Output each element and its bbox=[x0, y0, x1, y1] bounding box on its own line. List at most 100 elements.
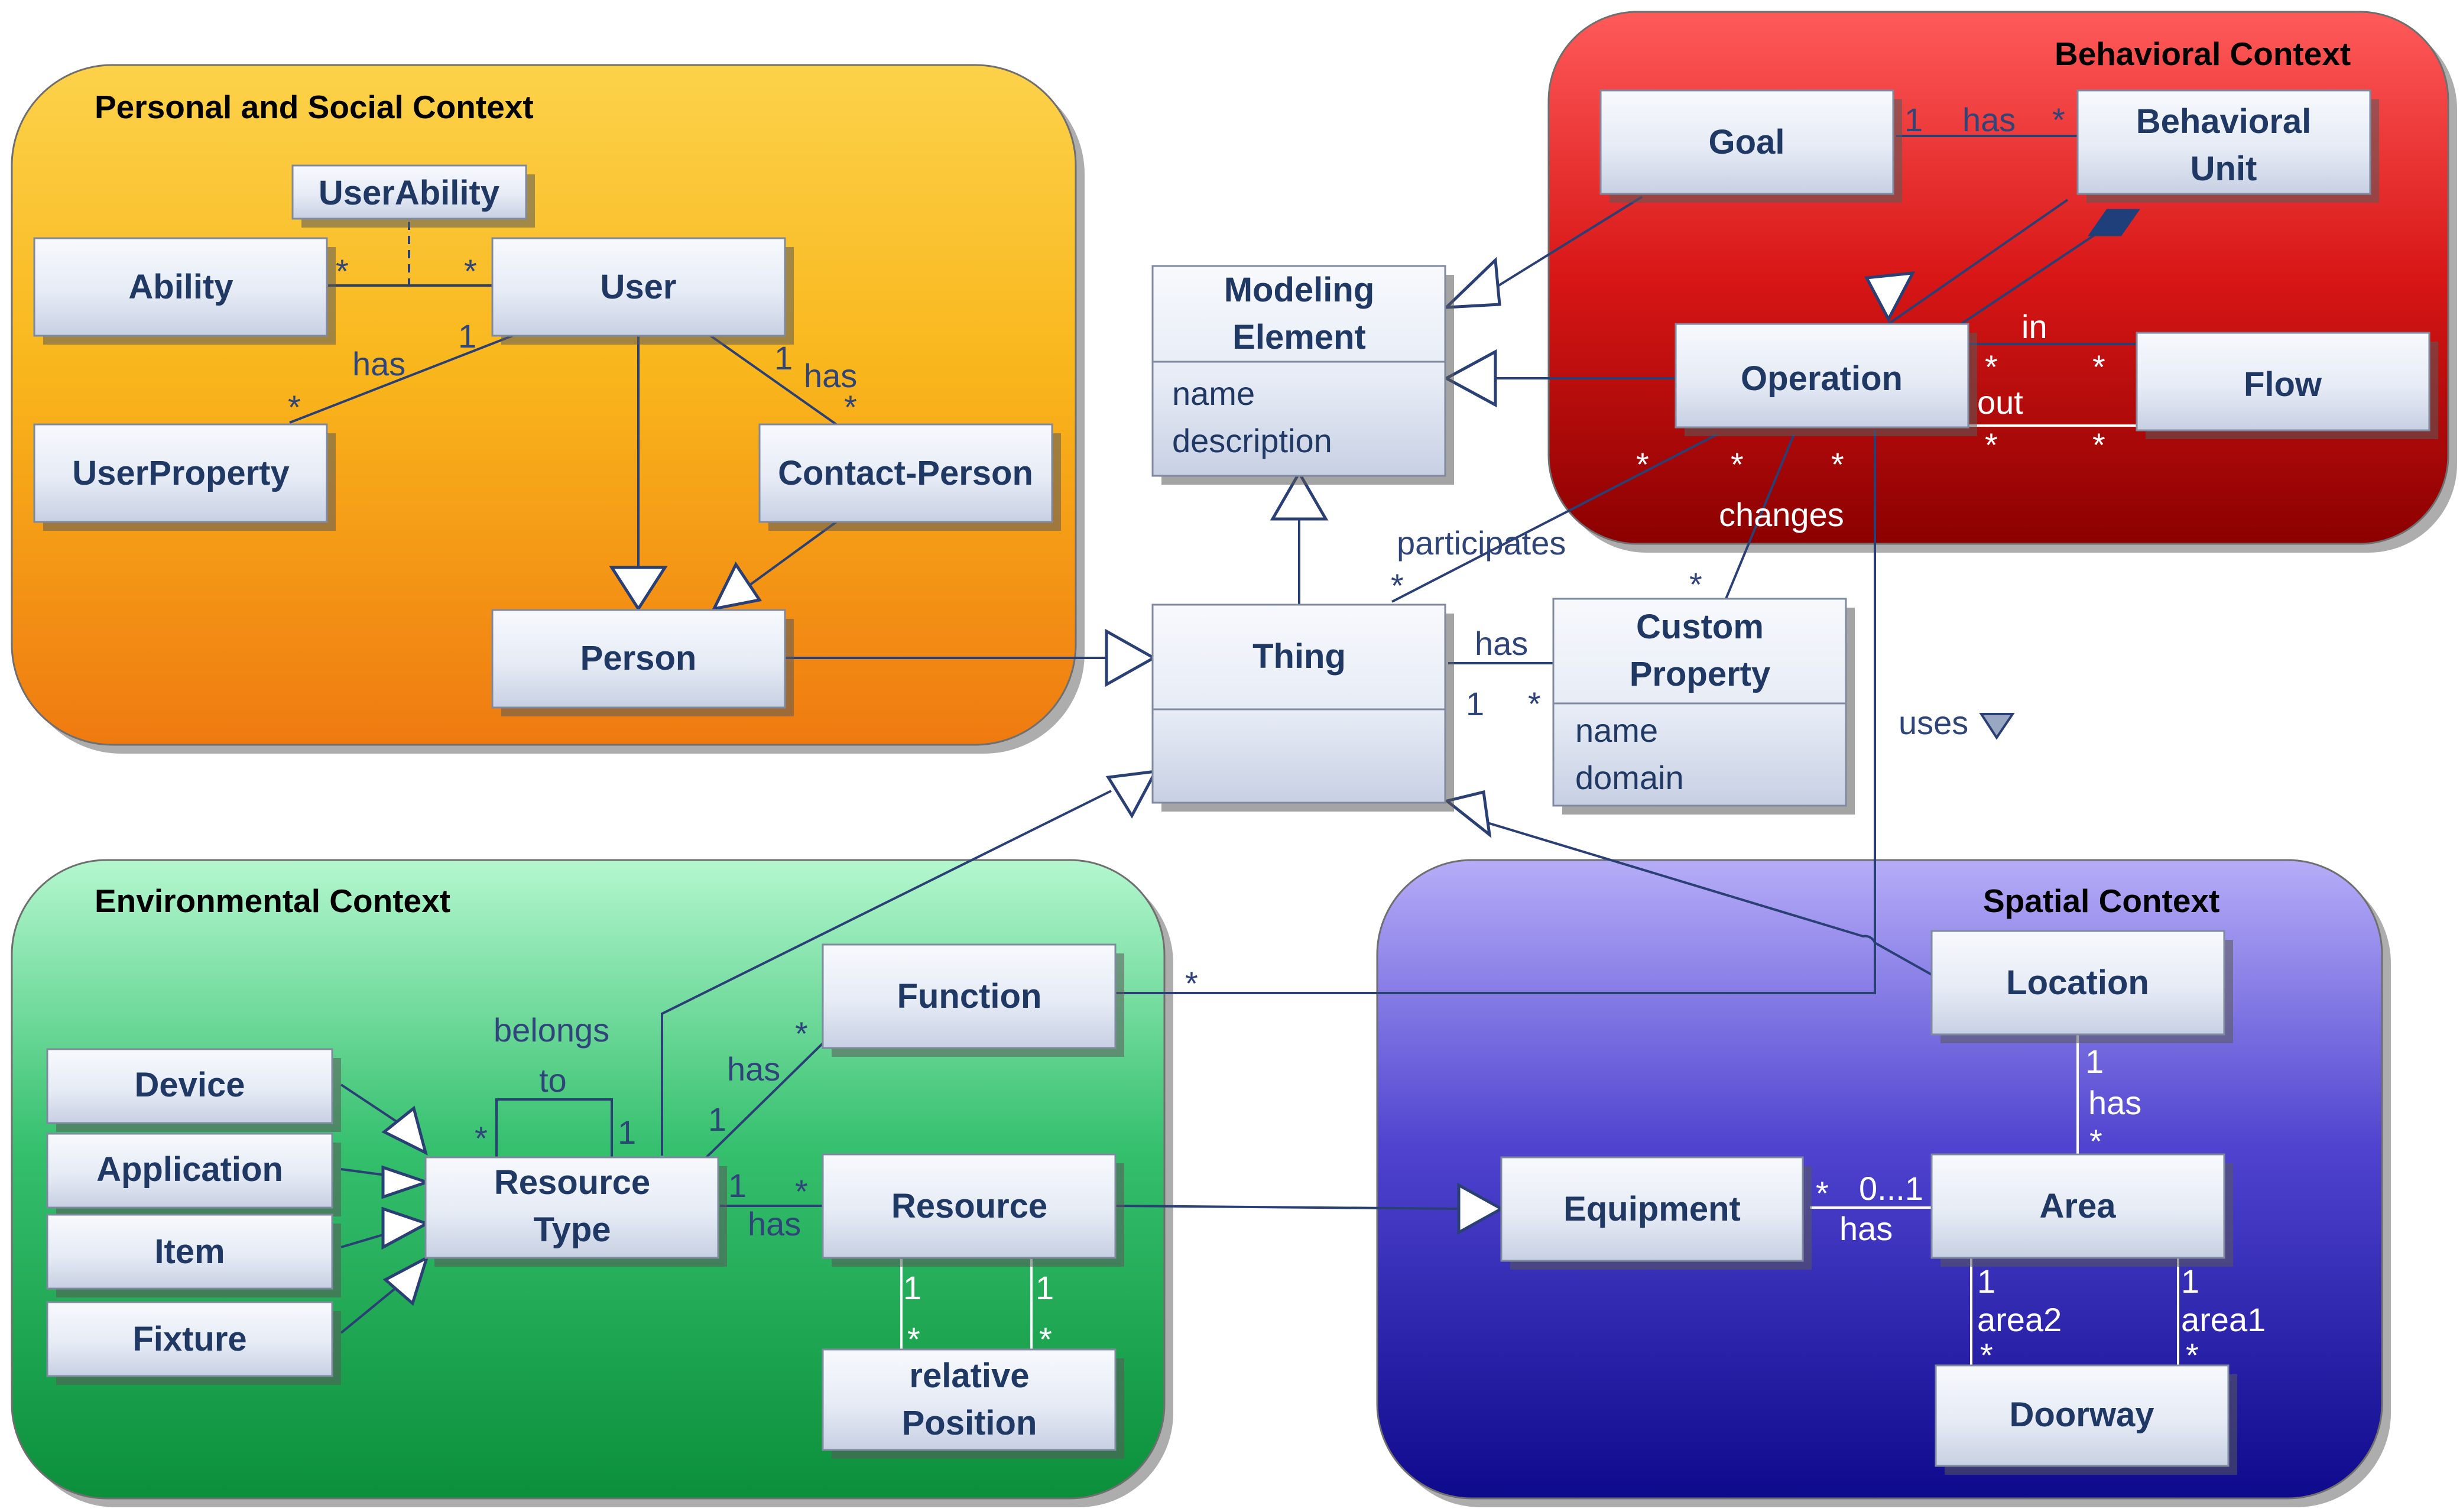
spatial-context-title: Spatial Context bbox=[1983, 882, 2219, 919]
generalization-arrow-resourcetype-from-fixture bbox=[382, 1254, 430, 1306]
edge-resource-equipment bbox=[1115, 1205, 1459, 1210]
label-area1: area1 bbox=[2181, 1301, 2266, 1338]
mult-user-userproperty-one: 1 bbox=[458, 317, 476, 355]
class-area[interactable]: Area bbox=[1930, 1153, 2233, 1267]
mult-area1-one: 1 bbox=[2181, 1263, 2199, 1300]
edge-labels: * * 1 has * 1 has * has 1 * * participat… bbox=[288, 101, 2266, 1374]
class-flow-name: Flow bbox=[2244, 365, 2322, 404]
class-equipment-name: Equipment bbox=[1563, 1190, 1741, 1228]
class-userability[interactable]: UserAbility bbox=[291, 164, 535, 228]
class-modeling-element-name-2: Element bbox=[1232, 318, 1366, 356]
class-equipment[interactable]: Equipment bbox=[1500, 1156, 1812, 1270]
class-flow[interactable]: Flow bbox=[2136, 332, 2438, 439]
mult-operation-out-star: * bbox=[1985, 426, 1998, 463]
label-thing-customproperty-has: has bbox=[1475, 625, 1528, 662]
mult-resource-star: * bbox=[795, 1173, 808, 1210]
mult-flow-out-star: * bbox=[2092, 426, 2105, 463]
class-goal[interactable]: Goal bbox=[1599, 89, 1902, 203]
generalization-arrow-person-from-contact bbox=[711, 562, 762, 611]
class-person[interactable]: Person bbox=[491, 609, 794, 716]
class-person-name: Person bbox=[580, 639, 697, 677]
class-doorway[interactable]: Doorway bbox=[1935, 1364, 2237, 1475]
class-fixture[interactable]: Fixture bbox=[46, 1301, 341, 1385]
class-location-name: Location bbox=[2006, 963, 2149, 1002]
class-function[interactable]: Function bbox=[822, 943, 1124, 1057]
class-contact-person[interactable]: Contact-Person bbox=[758, 423, 1061, 531]
class-behavioral-unit-name-1: Behavioral bbox=[2136, 102, 2312, 141]
label-in: in bbox=[2021, 308, 2047, 345]
mult-userproperty-star: * bbox=[288, 388, 301, 426]
label-out: out bbox=[1977, 384, 2023, 421]
mult-goal-one: 1 bbox=[1904, 101, 1923, 138]
label-changes: changes bbox=[1719, 496, 1844, 533]
generalization-arrow-thing-from-resourcetype bbox=[1105, 769, 1159, 819]
mult-location-one: 1 bbox=[2085, 1043, 2104, 1080]
class-custom-property[interactable]: Custom Property name domain bbox=[1552, 598, 1855, 815]
mult-area2-star: * bbox=[1980, 1336, 1993, 1374]
generalization-arrow-modelingelement-from-goal bbox=[1442, 257, 1501, 309]
mult-operation-in-star: * bbox=[1985, 348, 1998, 385]
generalization-arrow-person-from-user bbox=[609, 566, 668, 612]
class-thing[interactable]: Thing bbox=[1151, 603, 1454, 812]
class-relative-position[interactable]: relative Position bbox=[822, 1348, 1124, 1459]
attr-domain: domain bbox=[1575, 759, 1684, 796]
class-contact-person-name: Contact-Person bbox=[778, 454, 1033, 492]
mult-relpos-star-right: * bbox=[1039, 1320, 1052, 1358]
class-function-name: Function bbox=[897, 977, 1042, 1015]
mult-resource-relpos-one-right: 1 bbox=[1036, 1269, 1054, 1306]
class-item[interactable]: Item bbox=[46, 1214, 341, 1297]
edges bbox=[289, 135, 2179, 1365]
mult-function-star: * bbox=[795, 1015, 808, 1052]
class-location[interactable]: Location bbox=[1930, 930, 2233, 1043]
mult-operation-participates-star: * bbox=[1636, 446, 1649, 483]
class-resource-type[interactable]: Resource Type bbox=[424, 1156, 727, 1267]
class-ability[interactable]: Ability bbox=[33, 237, 336, 345]
class-ability-name: Ability bbox=[128, 268, 233, 306]
class-modeling-element[interactable]: Modeling Element name description bbox=[1151, 265, 1454, 485]
class-application[interactable]: Application bbox=[46, 1133, 341, 1216]
class-operation[interactable]: Operation bbox=[1675, 323, 1977, 436]
mult-relpos-star-left: * bbox=[907, 1320, 920, 1358]
class-user-name: User bbox=[601, 268, 677, 306]
class-custom-property-name-2: Property bbox=[1630, 655, 1771, 693]
edge-goal-modelingelement bbox=[1481, 196, 1643, 297]
edge-user-userproperty bbox=[289, 332, 521, 424]
edge-resourcetype-function bbox=[705, 1042, 824, 1159]
label-goal-unit-has: has bbox=[1962, 101, 2016, 138]
label-to: to bbox=[539, 1062, 567, 1099]
generalization-arrow-resourcetype-from-application bbox=[381, 1165, 431, 1199]
attr-description: description bbox=[1172, 422, 1332, 459]
generalization-arrow-resourcetype-from-device bbox=[381, 1105, 428, 1156]
mult-user-contact-one: 1 bbox=[774, 339, 793, 377]
mult-belongs-one: 1 bbox=[618, 1114, 636, 1151]
label-location-area-has: has bbox=[2088, 1084, 2141, 1121]
mult-area2-one: 1 bbox=[1977, 1263, 1995, 1300]
class-resource-type-name-2: Type bbox=[533, 1211, 611, 1249]
mult-operation-uses-star: * bbox=[1831, 446, 1844, 483]
class-behavioral-unit[interactable]: Behavioral Unit bbox=[2076, 89, 2379, 203]
generalization-arrow-thing-from-person bbox=[1105, 628, 1157, 687]
mult-behavioralunit-star: * bbox=[2052, 101, 2065, 138]
edge-user-contactperson bbox=[705, 332, 838, 426]
label-user-contact-has: has bbox=[804, 357, 857, 394]
label-user-userproperty-has: has bbox=[352, 345, 405, 382]
class-resource[interactable]: Resource bbox=[822, 1153, 1124, 1267]
mult-resourcetype-function-one: 1 bbox=[708, 1101, 726, 1138]
composition-diamond-behavioralunit bbox=[2088, 209, 2140, 236]
generalization-arrow-modelingelement-from-thing bbox=[1270, 469, 1329, 521]
attr-name: name bbox=[1172, 375, 1255, 412]
label-equipment-area-has: has bbox=[1839, 1210, 1893, 1247]
edge-location-thing bbox=[1483, 820, 1933, 976]
mult-thing-participates-star: * bbox=[1391, 567, 1404, 604]
mult-operation-changes-star: * bbox=[1731, 446, 1744, 483]
edge-contactperson-person bbox=[748, 521, 838, 586]
mult-ability-user-star: * bbox=[336, 252, 349, 290]
mult-resource-relpos-one-left: 1 bbox=[903, 1269, 921, 1306]
class-device[interactable]: Device bbox=[46, 1048, 341, 1132]
mult-thing-one: 1 bbox=[1466, 685, 1484, 722]
mult-area-zero-to-one: 0...1 bbox=[1859, 1170, 1923, 1207]
class-user[interactable]: User bbox=[491, 237, 794, 345]
class-userproperty[interactable]: UserProperty bbox=[33, 423, 336, 531]
class-relative-position-name-2: Position bbox=[902, 1404, 1037, 1442]
